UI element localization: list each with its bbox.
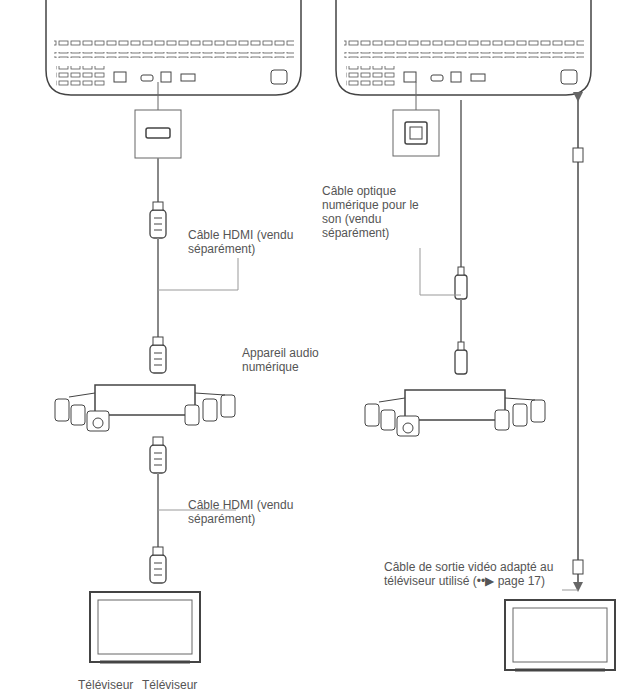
tv-label: Téléviseur bbox=[78, 678, 148, 692]
device-label: Appareil audio numérique bbox=[242, 346, 342, 374]
cable-label: Câble HDMI (vendu séparément) bbox=[188, 498, 308, 526]
cable-label: Câble optique numérique pour le son (ven… bbox=[322, 184, 432, 240]
cable-label: Câble HDMI (vendu séparément) bbox=[188, 228, 308, 256]
tv-label: Téléviseur bbox=[142, 678, 212, 692]
cable-label: Câble de sortie vidéo adapté au télévise… bbox=[384, 560, 559, 588]
